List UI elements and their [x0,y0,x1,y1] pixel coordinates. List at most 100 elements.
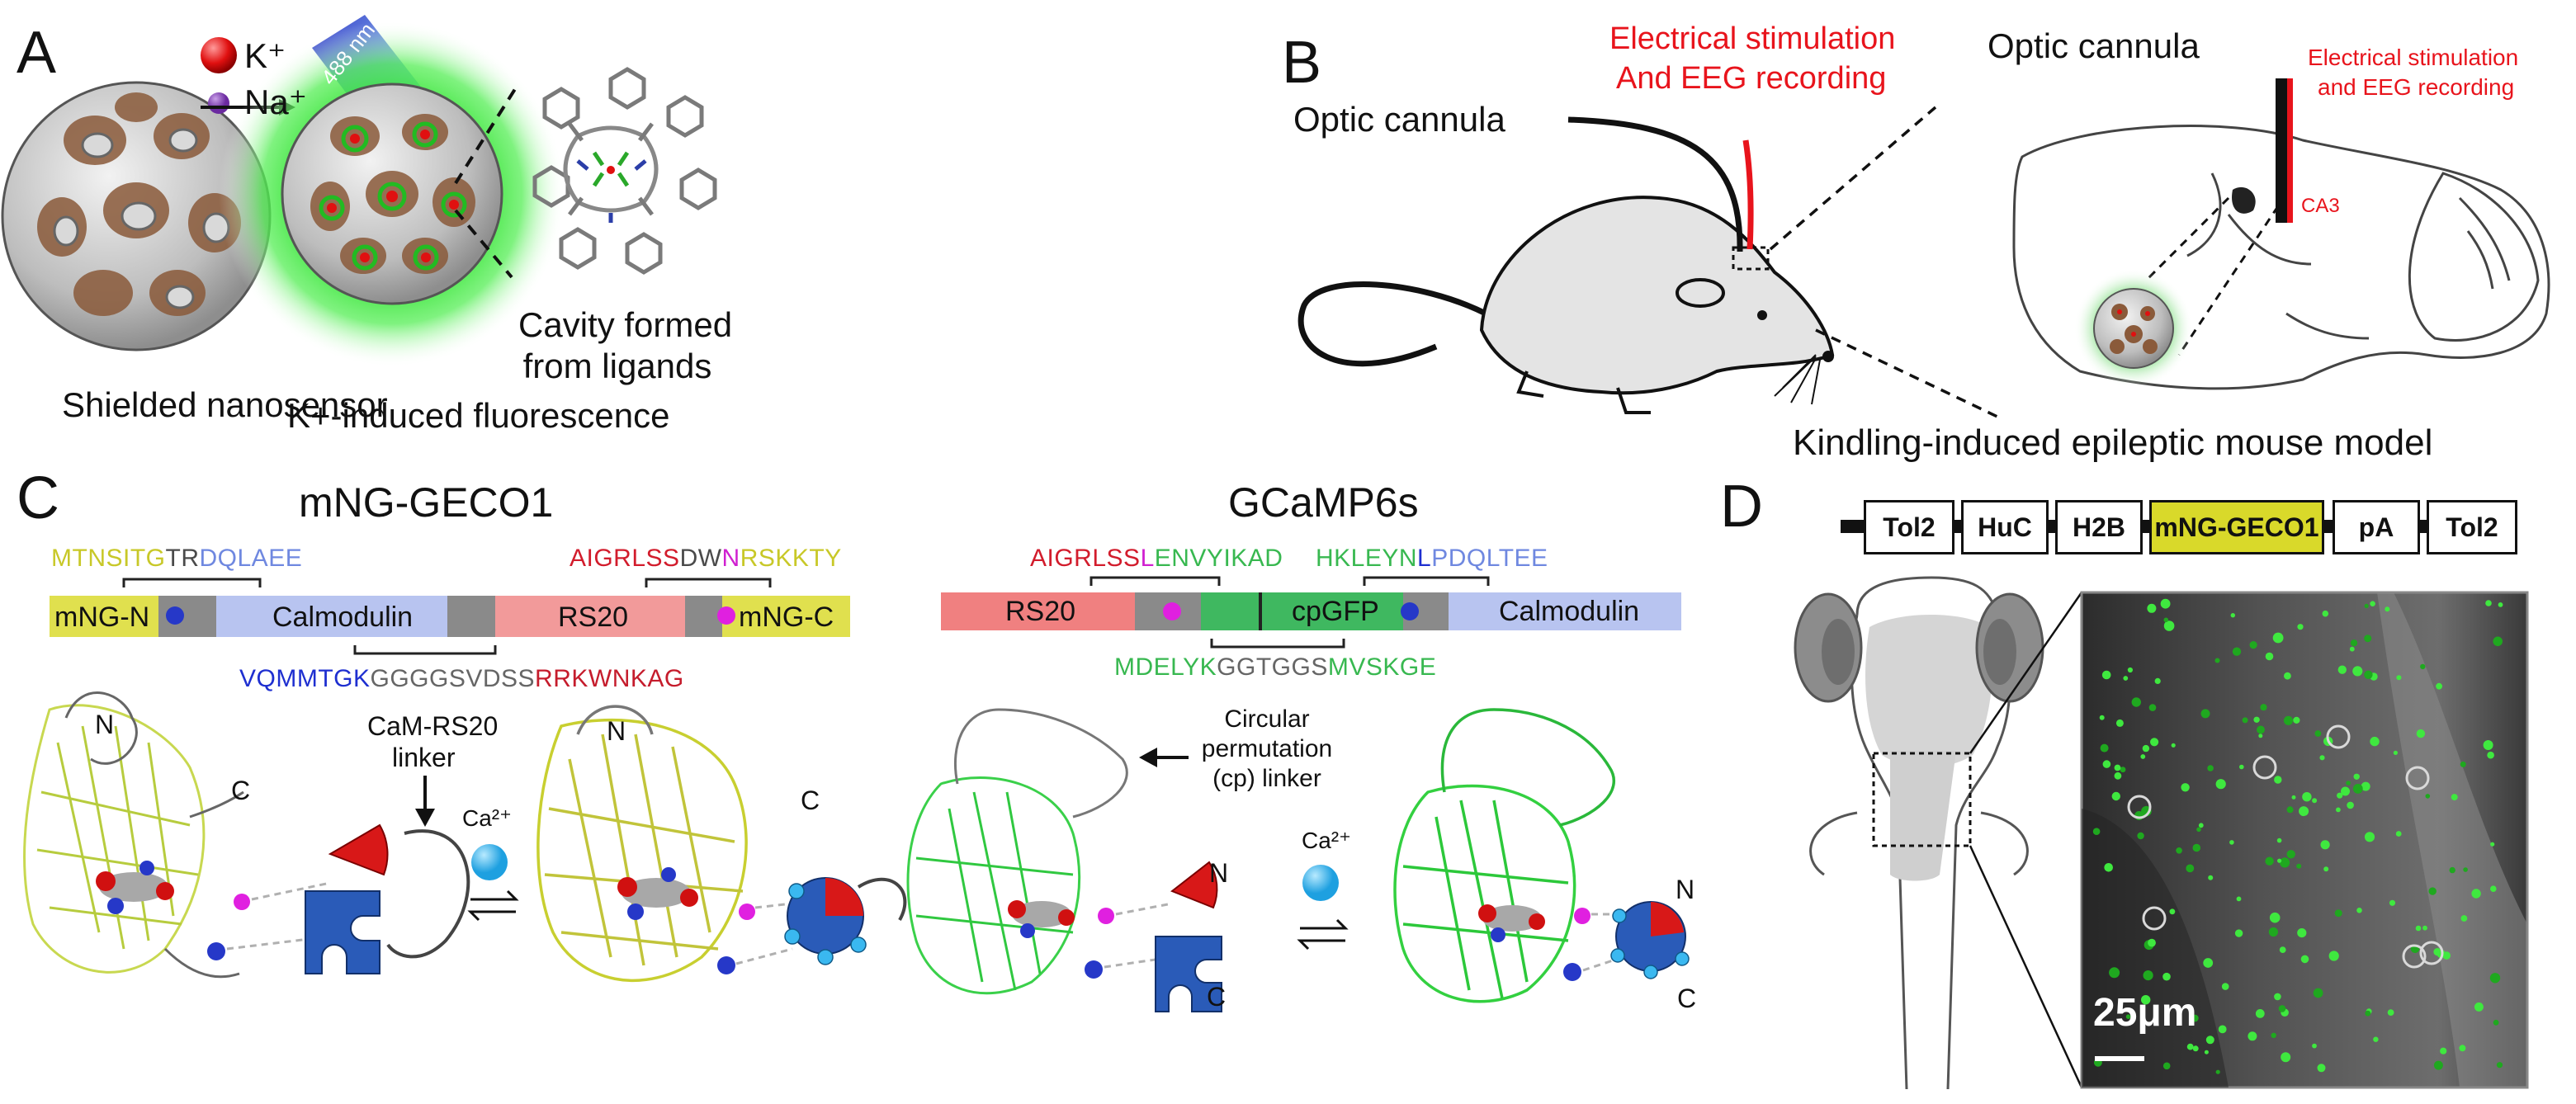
neuron-spot [2356,908,2362,913]
neuron-spot [2203,958,2214,968]
cavity-ion-dot [607,166,615,174]
neuron-spot [2215,1069,2220,1074]
neuron-spot [2460,915,2468,922]
neuron-spot [2147,603,2157,613]
neuron-spot [2229,840,2234,845]
neuron-spot [2274,993,2281,1001]
construct-tol2-right: Tol2 [2427,500,2517,554]
neuron-spot [2150,738,2159,747]
brain-section-outline [2012,125,2550,390]
panel-label-c: C [17,465,59,531]
neuron-spot [2232,647,2242,656]
neuron-spot [2102,760,2111,768]
mng-geco1-title: mNG-GECO1 [299,479,554,526]
neuron-spot [2297,928,2307,938]
neuron-spot [2280,857,2290,868]
neuron-spot [2163,617,2169,623]
microscopy-image [2080,591,2529,1089]
neuron-spot [2328,951,2339,961]
neuron-spot [2490,842,2495,847]
neuron-spot [2162,1062,2171,1070]
optic-cannula-label-right: Optic cannula [1988,26,2200,65]
optic-fiber-cable [1567,116,1743,252]
chromophore-apo-mng [96,861,174,914]
calcium-label-1: Ca²⁺ [462,805,512,831]
neuron-spot [2322,610,2329,617]
neuron-spot [2221,983,2229,990]
neuron-spot [2350,639,2358,647]
c-terminus-label-4: C [1677,984,1697,1013]
construct-h2b: H2B [2055,500,2143,554]
neuron-spot [2364,603,2369,609]
neuron-spot [2154,677,2161,685]
neuron-spot [2277,858,2282,863]
linker-loop-apo [386,829,470,959]
neuron-spot [2302,792,2312,802]
neuron-spot [2148,704,2157,711]
neuron-spot [2347,801,2354,809]
brain-nanosensor-icon [2074,269,2193,388]
construct-pa: pA [2333,500,2420,554]
neuron-spot [2257,725,2265,734]
segment-rs20-left: RS20 [558,602,629,633]
calmodulin-gear-apo-mng [305,890,380,974]
c-terminus-label-2: C [801,786,820,815]
neuron-spot [2319,755,2325,761]
neuron-spot [2346,781,2351,786]
neuron-spot [2125,1014,2131,1019]
neuron-spot [2370,601,2375,606]
chromophore-holo-mng [617,867,698,920]
neuron-spot [2415,925,2422,932]
neuron-spot [2364,635,2372,643]
neuron-spot [2337,665,2347,674]
scale-bar-label: 25μm [2093,991,2197,1035]
neuron-spot [2255,1009,2265,1018]
caption-k-fluorescence: K+-induced fluorescence [287,396,670,435]
neuron-spot [2300,955,2309,964]
hippocampus-ca3-region [2232,186,2256,214]
neuron-spot [2265,652,2274,661]
neuron-spot [2143,970,2153,981]
neuron-spot [2489,973,2501,984]
neuron-spot [2176,847,2182,854]
panel-label-a: A [17,20,57,86]
neuron-spot [2181,783,2190,792]
stim-small-line-1: Electrical stimulation [2308,45,2519,70]
protein-barrel-apo-gcamp [906,708,1128,995]
segment-mng-c: mNG-C [739,602,834,633]
neuron-spot [2160,598,2171,609]
neuron-spot [2425,794,2431,799]
calmodulin-complex-holo-mng [784,877,907,965]
neuron-spot [2449,866,2455,874]
rs20-wedge-apo-mng [328,823,389,876]
neuron-spot [2140,754,2146,759]
neuron-spot [2200,709,2210,719]
sodium-label: Na⁺ [244,83,307,121]
c-terminus-label-1: C [231,776,251,805]
neuron-spot [2120,767,2126,773]
neuron-spot [2239,764,2244,770]
mng-seq-top-left: MTNSITGTRDQLAEE [51,545,303,572]
neuron-spot [2104,863,2113,872]
neuron-spot [2286,850,2295,859]
neuron-spot [2171,743,2176,748]
calmodulin-gear-apo-gcamp [1155,936,1222,1012]
mng-seq-bottom: VQMMTGKGGGGSVDSSRRKWNKAG [239,665,684,692]
neuron-spot [2204,1050,2209,1054]
neuron-spot [2283,715,2294,725]
neuron-spot [2092,828,2101,835]
neuron-spot [2111,791,2120,801]
cp-linker-label-1: Circular [1224,705,1310,733]
neuron-spot [2420,663,2426,670]
mouse-illustration [1297,196,1835,414]
zebrafish-larva-outline [1794,576,2083,1090]
gcamp6s-title: GCaMP6s [1228,479,1419,526]
neuron-spot [2313,988,2323,998]
neuron-spot [2428,887,2437,895]
neuron-spot [2236,896,2242,902]
neuron-spot [2101,670,2111,680]
fluorescent-nanosensor-sphere [219,21,565,367]
calmodulin-complex-holo-gcamp [1610,901,1690,979]
neuron-spot [2169,908,2176,915]
